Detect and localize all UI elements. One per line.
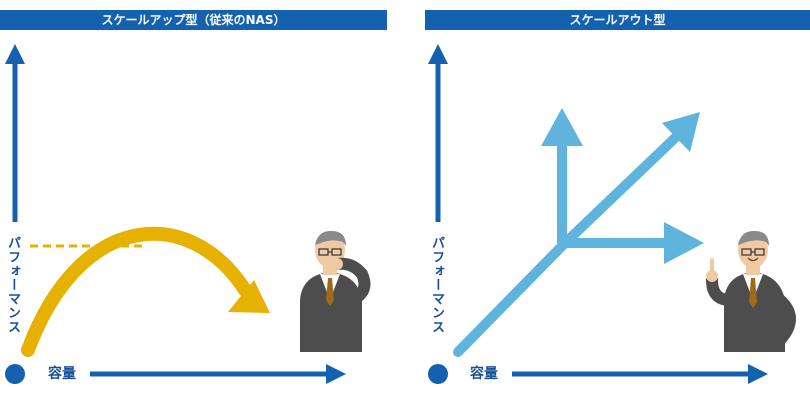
right-y-axis	[428, 44, 448, 222]
right-origin-dot	[428, 364, 448, 384]
left-x-axis-label: 容量	[48, 366, 76, 382]
left-origin-dot	[5, 364, 25, 384]
right-panel-title: スケールアウト型	[425, 10, 810, 30]
right-x-axis-label: 容量	[470, 366, 498, 382]
left-y-axis	[5, 44, 25, 222]
thinking-businessman-icon	[300, 230, 371, 352]
right-x-axis	[512, 364, 768, 384]
left-panel-title: スケールアップ型（従来のNAS）	[0, 10, 387, 30]
scale-out-arrows	[453, 108, 704, 357]
left-y-axis-label: パフォーマンス	[5, 236, 20, 334]
scale-up-arrow	[21, 226, 270, 357]
right-y-axis-label: パフォーマンス	[429, 236, 444, 334]
pointing-businessman-icon	[706, 230, 796, 352]
left-x-axis	[90, 364, 346, 384]
